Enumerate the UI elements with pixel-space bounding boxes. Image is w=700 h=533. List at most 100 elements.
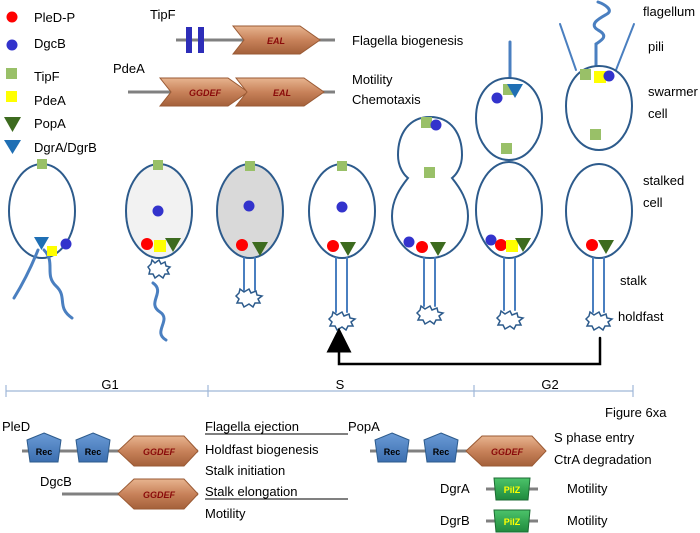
eal-domain-label: EAL <box>267 36 285 46</box>
function-item: Holdfast biogenesis <box>205 442 319 457</box>
legend-item-dgr: DgrA/DgrB <box>4 140 97 155</box>
tm-helix-icon <box>186 27 192 53</box>
phase-axis <box>5 385 634 397</box>
rec-domain <box>423 432 459 463</box>
swarmer-word: swarmer <box>648 84 699 99</box>
stalked-word: stalked <box>643 173 684 188</box>
popa-function: S phase entry <box>554 430 635 445</box>
predivisional-cell-g2 <box>474 40 544 331</box>
holdfast-icon <box>495 309 525 331</box>
tipf-function: Flagella biogenesis <box>352 33 464 48</box>
dgr-symbol-icon <box>4 140 21 154</box>
cycle-arrow <box>326 327 602 366</box>
pilz-domain-label: PilZ <box>504 485 521 495</box>
phase-g2-label: G2 <box>541 377 558 392</box>
eal-domain-label: EAL <box>273 88 291 98</box>
dgrb-function: Motility <box>567 513 608 528</box>
cell-part-labels: flagellum pili swarmer cell stalked cell… <box>618 4 700 324</box>
function-item: Stalk initiation <box>205 463 285 478</box>
flagellum-label: flagellum <box>643 4 695 19</box>
rec-domain-label: Rec <box>36 447 53 457</box>
predivisional-cell-late-g2 <box>559 0 635 332</box>
dgrb-architecture: DgrB PilZ Motility <box>440 509 608 533</box>
rec-domain <box>26 432 62 463</box>
ggdef-domain <box>158 77 249 107</box>
dgcb-name: DgcB <box>40 474 72 489</box>
cell-g1-s-transition <box>216 161 284 309</box>
stalked-cell-label: stalked cell <box>643 173 688 210</box>
swarmer-cell-g1 <box>8 159 76 320</box>
legend-label: DgcB <box>34 36 66 51</box>
function-item: Motility <box>205 506 246 521</box>
pled-name: PleD <box>2 419 30 434</box>
holdfast-icon <box>234 287 264 309</box>
legend-item-pled: PleD-P <box>6 10 75 25</box>
pdea-symbol-icon <box>6 91 17 102</box>
popa-symbol-icon <box>4 117 21 132</box>
tipf-symbol-icon <box>6 68 17 79</box>
pili-line <box>615 23 635 71</box>
eal-domain <box>231 25 321 55</box>
dgra-function: Motility <box>567 481 608 496</box>
legend: PleD-P DgcB TipF PdeA PopA DgrA/DgrB <box>4 10 97 155</box>
function-item: Stalk elongation <box>205 484 298 499</box>
ggdef-domain <box>117 435 199 467</box>
pdea-architecture: PdeA GGDEF EAL Motility Chemotaxis <box>113 61 421 107</box>
dgra-architecture: DgrA PilZ Motility <box>440 477 608 501</box>
holdfast-icon <box>147 258 172 280</box>
cell-g1-late <box>125 160 193 342</box>
legend-item-popa: PopA <box>4 116 66 132</box>
ggdef-domain-label: GGDEF <box>491 447 524 457</box>
function-item: Flagella ejection <box>205 419 299 434</box>
stalk-label: stalk <box>620 273 647 288</box>
stalked-cell-s <box>308 161 376 332</box>
legend-item-pdea: PdeA <box>6 91 66 108</box>
pilz-domain-label: PilZ <box>504 517 521 527</box>
holdfast-icon <box>584 310 614 332</box>
ggdef-domain-label: GGDEF <box>189 88 222 98</box>
pled-symbol-icon <box>6 11 18 23</box>
legend-label: DgrA/DgrB <box>34 140 97 155</box>
pilz-domain <box>493 477 531 501</box>
ggdef-domain-label: GGDEF <box>143 447 176 457</box>
cell-word: cell <box>648 106 668 121</box>
dgrb-name: DgrB <box>440 513 470 528</box>
pdea-name: PdeA <box>113 61 145 76</box>
dgcb-architecture: DgcB GGDEF <box>40 474 199 510</box>
rec-domain <box>374 432 410 463</box>
figure-label: Figure 6xa <box>605 405 667 420</box>
legend-label: TipF <box>34 69 60 84</box>
pdea-function: Motility <box>352 72 393 87</box>
cell-cycle <box>8 0 635 366</box>
popa-name: PopA <box>348 419 380 434</box>
ggdef-domain <box>117 478 199 510</box>
legend-item-tipf: TipF <box>6 68 60 84</box>
popa-function: CtrA degradation <box>554 452 652 467</box>
holdfast-label: holdfast <box>618 309 664 324</box>
rec-domain-label: Rec <box>85 447 102 457</box>
rec-domain <box>75 432 111 463</box>
pdea-function: Chemotaxis <box>352 92 421 107</box>
tm-helix-icon <box>198 27 204 53</box>
legend-label: PdeA <box>34 93 66 108</box>
ggdef-domain-label: GGDEF <box>143 490 176 500</box>
dgra-name: DgrA <box>440 481 470 496</box>
cell-word: cell <box>643 195 663 210</box>
phase-g1-label: G1 <box>101 377 118 392</box>
legend-label: PopA <box>34 116 66 131</box>
pled-architecture: PleD Rec Rec GGDEF <box>2 419 199 467</box>
pili-line <box>559 23 577 71</box>
phase-s-label: S <box>336 377 345 392</box>
predivisional-cell-s <box>390 115 470 326</box>
pilz-domain <box>493 509 531 533</box>
rec-domain-label: Rec <box>384 447 401 457</box>
swarmer-cell-label: swarmer cell <box>648 84 700 121</box>
legend-item-dgcb: DgcB <box>6 36 66 51</box>
holdfast-icon <box>415 304 445 326</box>
dgcb-symbol-icon <box>6 39 18 51</box>
tipf-name: TipF <box>150 7 176 22</box>
holdfast-icon <box>327 310 357 332</box>
rec-domain-label: Rec <box>433 447 450 457</box>
popa-architecture: PopA Rec Rec GGDEF <box>348 419 547 467</box>
